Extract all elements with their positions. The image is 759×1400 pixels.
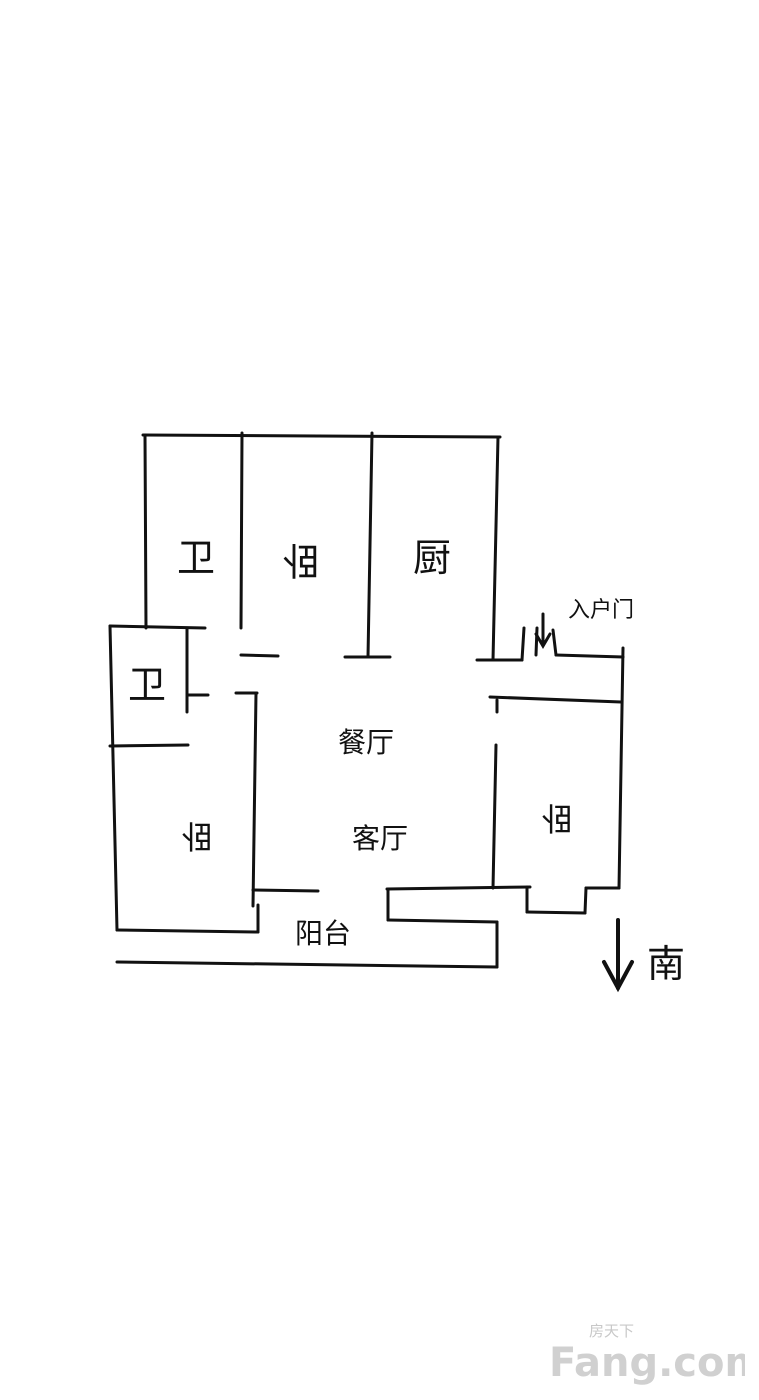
wall (239, 653, 280, 658)
wall (386, 918, 499, 924)
wall (239, 431, 244, 630)
wall (583, 886, 588, 915)
wall (491, 743, 498, 890)
wall (551, 628, 558, 657)
room-label-bedroom-east: 卧 (541, 799, 573, 837)
room-label-bath-west: 卫 (128, 663, 166, 707)
wall (554, 653, 625, 659)
wall (251, 691, 258, 908)
wall (141, 433, 502, 439)
wall (108, 624, 207, 630)
wall (385, 885, 532, 891)
wall (115, 928, 260, 934)
walls (108, 431, 625, 969)
south-arrow-icon (602, 918, 634, 993)
entrance-label: 入户门 (568, 598, 634, 623)
watermark-top-text: 房天下 (589, 1322, 634, 1340)
wall (525, 910, 587, 915)
wall (115, 960, 499, 969)
wall (251, 888, 320, 893)
wall (488, 695, 623, 704)
room-label-bedroom-west: 卧 (181, 817, 213, 855)
wall (520, 626, 526, 662)
room-label-kitchen: 厨 (413, 536, 451, 580)
wall (491, 435, 500, 662)
room-label-living: 客厅 (352, 822, 408, 855)
room-label-balcony: 阳台 (295, 917, 351, 950)
entrance-arrow-icon (534, 612, 552, 649)
wall (366, 431, 374, 659)
watermark-logo: 房天下 Fang.com (549, 1322, 745, 1386)
room-label-bedroom-north: 卧 (282, 538, 320, 582)
room-label-bath-north: 卫 (177, 536, 215, 580)
watermark-main-text: Fang.com (549, 1340, 745, 1386)
wall (617, 646, 625, 890)
wall (143, 433, 148, 630)
room-label-dining: 餐厅 (338, 726, 394, 759)
wall (534, 626, 539, 657)
wall (108, 624, 119, 932)
wall (108, 743, 190, 748)
compass-label-south: 南 (647, 942, 685, 986)
